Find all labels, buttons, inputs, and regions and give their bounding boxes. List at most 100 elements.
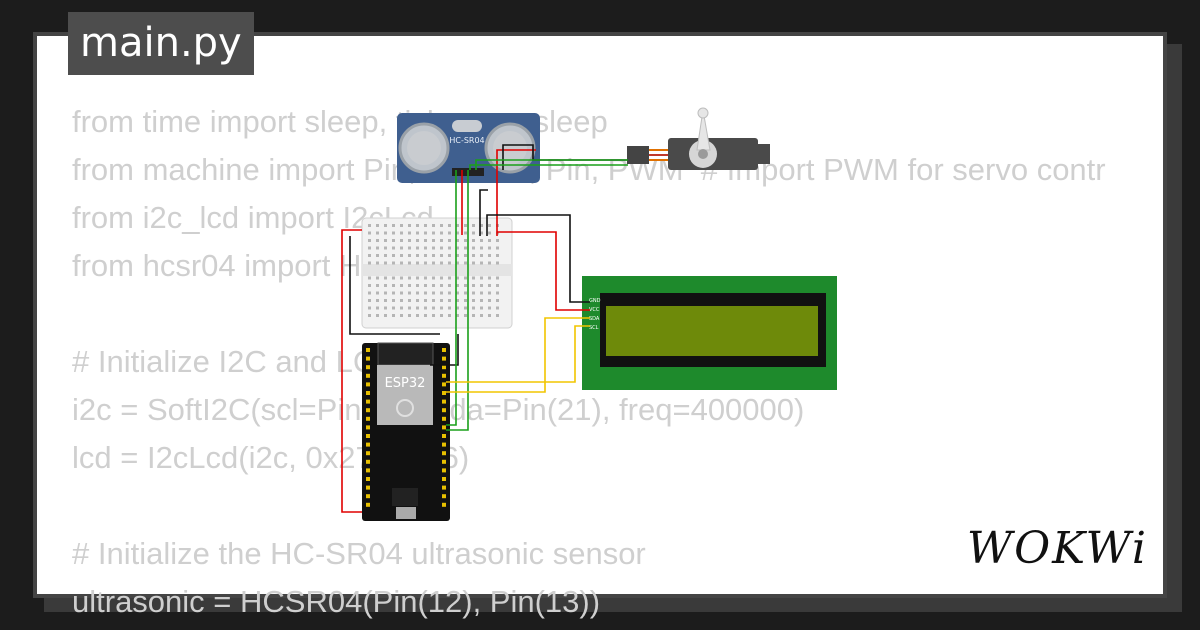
wire-yellow-sda: [446, 317, 590, 393]
breadboard-hole: [448, 239, 451, 242]
lcd-pin-vcc: VCC: [589, 307, 600, 313]
breadboard-hole: [480, 314, 483, 317]
breadboard-hole: [424, 261, 427, 265]
breadboard-hole: [448, 254, 451, 257]
breadboard-hole: [376, 261, 379, 265]
esp32-pin: [366, 391, 370, 395]
breadboard-hole: [392, 246, 395, 250]
breadboard-hole: [456, 246, 459, 250]
breadboard-hole: [472, 306, 475, 310]
breadboard-hole: [464, 231, 467, 235]
servo-connector: [627, 146, 649, 164]
breadboard-hole: [480, 231, 483, 235]
breadboard-hole: [400, 254, 403, 257]
lcd-display[interactable]: GND VCC SDA SCL: [582, 276, 837, 390]
breadboard-hole: [408, 284, 411, 287]
breadboard-hole: [488, 276, 491, 280]
breadboard-hole: [376, 224, 379, 227]
esp32-pin: [366, 434, 370, 438]
esp32-pin: [442, 494, 446, 499]
breadboard-holes: [368, 224, 499, 317]
breadboard-hole: [368, 299, 371, 302]
breadboard-hole: [432, 276, 435, 280]
breadboard-hole: [448, 291, 451, 295]
wire-red-lcd: [497, 231, 590, 311]
sensor-crystal: [452, 120, 482, 132]
breadboard-hole: [400, 291, 403, 295]
breadboard-hole: [376, 306, 379, 310]
breadboard-hole: [440, 299, 443, 302]
file-tab[interactable]: main.py: [68, 12, 254, 75]
breadboard-hole: [440, 231, 443, 235]
breadboard-hole: [368, 261, 371, 265]
breadboard-hole: [424, 276, 427, 280]
breadboard-hole: [368, 254, 371, 257]
breadboard-hole: [456, 261, 459, 265]
breadboard-hole: [368, 224, 371, 227]
breadboard-hole: [392, 276, 395, 280]
breadboard-hole: [440, 306, 443, 310]
breadboard-hole: [376, 246, 379, 250]
sensor-mesh-right: [493, 131, 527, 165]
wokwi-logo: WOKWi: [966, 523, 1148, 574]
breadboard-hole: [400, 224, 403, 227]
breadboard-hole: [472, 254, 475, 257]
esp32-pin: [366, 494, 370, 499]
breadboard-hole: [496, 299, 499, 302]
breadboard-hole: [440, 246, 443, 250]
servo-motor[interactable]: [627, 107, 770, 170]
breadboard-hole: [488, 314, 491, 317]
breadboard-hole: [472, 284, 475, 287]
breadboard-hole: [432, 299, 435, 302]
breadboard-hole: [472, 314, 475, 317]
breadboard-hole: [432, 239, 435, 242]
esp32-pin: [442, 459, 446, 464]
esp32-pin: [366, 399, 370, 404]
esp32-pin: [442, 425, 446, 430]
breadboard-hole: [464, 276, 467, 280]
esp32-pin: [442, 356, 446, 361]
esp32-board[interactable]: ESP32: [362, 342, 450, 521]
breadboard-hole: [400, 306, 403, 310]
breadboard-hole: [464, 314, 467, 317]
breadboard-hole: [496, 276, 499, 280]
breadboard-hole: [488, 231, 491, 235]
esp32-pin: [366, 477, 370, 481]
code-line-11: ultrasonic = HCSR04(Pin(12), Pin(13)): [72, 584, 601, 619]
breadboard-hole: [368, 239, 371, 242]
breadboard-hole: [384, 261, 387, 265]
breadboard-hole: [480, 246, 483, 250]
wire-green-1: [446, 170, 457, 426]
breadboard-hole: [472, 291, 475, 295]
esp32-pin: [366, 356, 370, 361]
breadboard-hole: [464, 246, 467, 250]
breadboard-hole: [456, 306, 459, 310]
breadboard-hole: [408, 254, 411, 257]
breadboard-hole: [496, 306, 499, 310]
breadboard-hole: [424, 231, 427, 235]
breadboard-hole: [400, 246, 403, 250]
breadboard-hole: [432, 246, 435, 250]
breadboard-hole: [408, 314, 411, 317]
breadboard-hole: [392, 239, 395, 242]
breadboard[interactable]: [361, 217, 513, 329]
lcd-screen: [606, 306, 818, 356]
breadboard-hole: [432, 254, 435, 257]
breadboard-hole: [400, 261, 403, 265]
esp32-pin: [442, 408, 446, 413]
breadboard-hole: [464, 261, 467, 265]
breadboard-hole: [472, 261, 475, 265]
breadboard-hole: [440, 239, 443, 242]
esp32-pin: [366, 373, 370, 378]
breadboard-hole: [424, 254, 427, 257]
breadboard-hole: [496, 246, 499, 250]
esp32-pin: [366, 416, 370, 421]
breadboard-hole: [400, 314, 403, 317]
breadboard-hole: [464, 239, 467, 242]
breadboard-hole: [416, 246, 419, 250]
breadboard-hole: [424, 314, 427, 317]
breadboard-hole: [496, 254, 499, 257]
esp32-pin: [366, 459, 370, 464]
breadboard-hole: [456, 239, 459, 242]
